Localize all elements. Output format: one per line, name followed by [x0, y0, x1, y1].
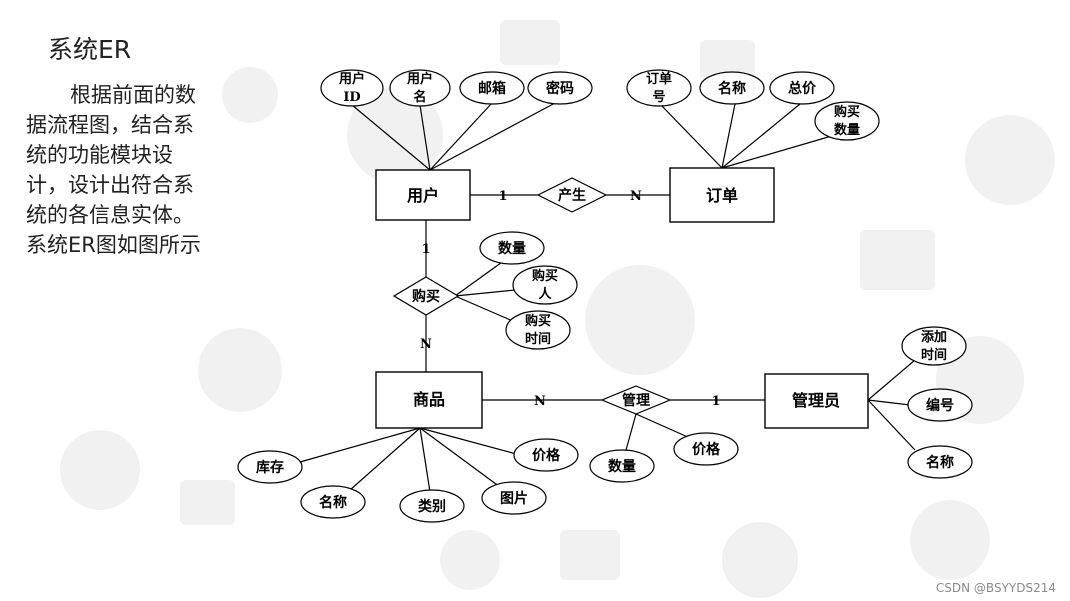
relationship-purchase: 购买 [392, 276, 460, 316]
attribute-email: 邮箱 [459, 71, 525, 105]
attribute-order-no-line2: 号 [652, 90, 665, 105]
attribute-buyer-line2: 人 [538, 286, 552, 302]
attribute-buyer: 购买 人 [512, 265, 578, 305]
slide-description: 根据前面的数据流程图，结合系统的功能模块设计，设计出符合系统的各信息实体。系统E… [26, 83, 201, 257]
attribute-order-purchase-qty: 购买 数量 [814, 101, 880, 141]
attribute-order-no-line1: 订单 [646, 71, 672, 87]
relationship-produce-label: 产生 [558, 187, 586, 204]
cardinality-product-manage: N [534, 394, 546, 409]
attribute-order-name: 名称 [699, 71, 765, 105]
attribute-user-name-line1: 用户 [406, 71, 433, 87]
attribute-order-purchase-qty-line1: 购买 [834, 104, 860, 120]
entity-admin-label: 管理员 [792, 391, 840, 410]
attribute-image: 图片 [481, 481, 547, 515]
attribute-stock-label: 库存 [256, 459, 284, 476]
attribute-purchase-time-line1: 购买 [525, 313, 551, 329]
relationship-manage-label: 管理 [622, 392, 650, 409]
attribute-purchase-time: 购买 时间 [505, 310, 571, 350]
entity-user: 用户 [375, 169, 471, 221]
connector-lines [299, 102, 916, 493]
attribute-admin-name-label: 名称 [926, 454, 954, 471]
attribute-manage-price: 价格 [673, 432, 739, 466]
attribute-admin-no-label: 编号 [926, 397, 954, 414]
attribute-image-label: 图片 [500, 490, 528, 507]
entity-product: 商品 [375, 371, 483, 429]
attribute-total-price-label: 总价 [788, 80, 817, 97]
attribute-total-price: 总价 [769, 71, 835, 105]
attribute-order-name-label: 名称 [718, 80, 746, 97]
attribute-user-name: 用户 名 [389, 69, 451, 107]
attribute-admin-name: 名称 [907, 445, 973, 479]
attribute-category: 类别 [399, 489, 465, 523]
slide-title: 系统ER [48, 35, 132, 64]
attribute-purchase-qty: 数量 [479, 231, 545, 265]
attribute-buyer-line1: 购买 [532, 268, 558, 284]
attribute-order-purchase-qty-line2: 数量 [834, 122, 860, 138]
attribute-user-id: 用户 ID [320, 69, 384, 107]
attribute-order-no: 订单 号 [626, 69, 692, 107]
attribute-add-time-line2: 时间 [921, 347, 947, 363]
relationship-produce: 产生 [536, 177, 608, 213]
entity-order: 订单 [669, 167, 775, 223]
attribute-password-label: 密码 [545, 80, 574, 97]
attribute-password: 密码 [527, 71, 593, 105]
attribute-user-name-line2: 名 [413, 89, 426, 105]
attribute-manage-qty-label: 数量 [608, 458, 636, 475]
relationship-purchase-label: 购买 [412, 288, 440, 305]
cardinality-purchase-product: N [420, 337, 432, 352]
attribute-product-name: 名称 [300, 485, 366, 519]
relationship-manage: 管理 [600, 385, 672, 415]
cardinality-produce-order: N [630, 189, 642, 204]
attribute-admin-no: 编号 [907, 388, 973, 422]
watermark: CSDN @BSYYDS214 [935, 581, 1056, 595]
attribute-add-time: 添加 时间 [901, 326, 967, 366]
cardinality-manage-admin: 1 [711, 394, 720, 409]
attribute-email-label: 邮箱 [478, 80, 506, 97]
attribute-purchase-time-line2: 时间 [525, 331, 551, 347]
attribute-category-label: 类别 [418, 498, 446, 515]
attribute-product-price-label: 价格 [532, 447, 561, 464]
attribute-manage-qty: 数量 [589, 449, 655, 483]
attribute-product-name-label: 名称 [319, 494, 347, 511]
entity-user-label: 用户 [407, 186, 439, 205]
cardinality-user-purchase: 1 [421, 242, 430, 257]
cardinality-user-produce: 1 [498, 189, 507, 204]
attribute-user-id-line1: 用户 [338, 71, 365, 87]
attribute-add-time-line1: 添加 [921, 329, 947, 345]
attribute-user-id-line2: ID [343, 90, 360, 105]
entity-admin: 管理员 [764, 373, 869, 429]
attribute-manage-price-label: 价格 [692, 441, 721, 458]
entity-product-label: 商品 [413, 390, 445, 409]
attribute-purchase-qty-label: 数量 [498, 240, 526, 257]
attribute-product-price: 价格 [513, 438, 579, 472]
attribute-stock: 库存 [237, 450, 303, 484]
entity-order-label: 订单 [706, 186, 738, 205]
